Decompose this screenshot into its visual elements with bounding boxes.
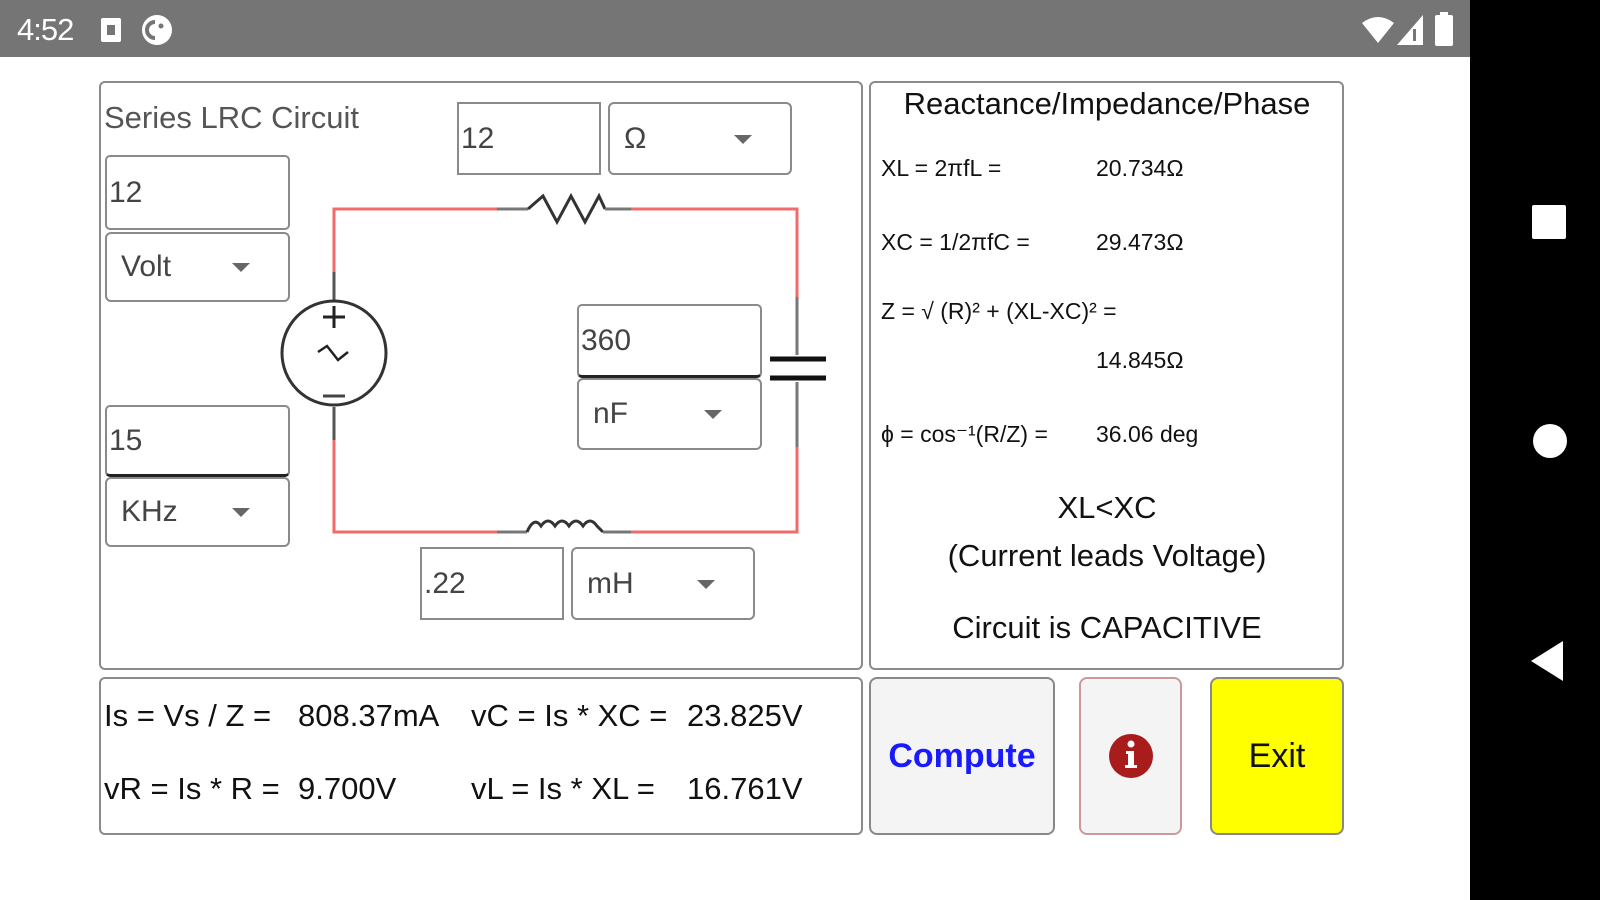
frequency-value: 15 [109,423,143,457]
voltage-unit-dropdown[interactable]: Volt [105,232,290,302]
resistance-unit: Ω [624,121,647,155]
reactance-comparison: XL<XC [1057,490,1157,525]
info-button[interactable] [1079,677,1182,835]
ac-source-symbol [280,272,388,440]
circuit-wires [332,207,799,534]
frequency-unit: KHz [121,495,178,528]
circuit-diagram [280,192,826,534]
resistance-input[interactable]: 12 [457,102,601,175]
phase-value: 36.06 deg [1096,421,1199,447]
vl-value: 16.761V [687,771,803,806]
back-triangle-icon[interactable] [1531,641,1563,686]
phase-label: ϕ = cos⁻¹(R/Z) = [881,421,1048,447]
exit-label: Exit [1248,736,1306,775]
capacitance-value: 360 [581,323,632,357]
circuit-verdict: Circuit is CAPACITIVE [952,610,1262,645]
resistance-unit-dropdown[interactable]: Ω [608,102,792,175]
frequency-unit-dropdown[interactable]: KHz [105,477,290,547]
recents-square-icon[interactable] [1532,205,1566,239]
voltage-input[interactable]: 12 [105,155,290,230]
phase-lead-text: (Current leads Voltage) [947,538,1267,573]
frequency-input[interactable]: 15 [105,405,290,477]
status-time: 4:52 [17,12,74,47]
inductance-value: .22 [424,566,466,600]
capacitance-unit: nF [593,397,629,430]
vl-label: vL = Is * XL = [471,771,655,806]
chevron-down-icon [232,263,250,272]
capacitance-unit-dropdown[interactable]: nF [577,378,762,450]
signal-icon [1397,15,1423,50]
vr-label: vR = Is * R = [104,771,280,806]
results-panel [99,677,863,835]
chevron-down-icon [734,134,752,144]
wifi-icon [1361,15,1395,50]
sim-card-icon [101,18,121,47]
vr-value: 9.700V [298,771,397,806]
is-value: 808.37mA [298,698,440,733]
xc-value: 29.473Ω [1096,229,1184,255]
navigation-bar [1470,0,1600,900]
inductance-unit-dropdown[interactable]: mH [571,547,755,620]
is-label: Is = Vs / Z = [104,698,272,733]
vc-label: vC = Is * XC = [471,698,668,733]
chevron-down-icon [704,410,722,419]
voltage-value: 12 [109,175,143,209]
reactance-panel [869,81,1344,670]
pocket-casts-icon [141,14,173,51]
chevron-down-icon [697,579,715,589]
capacitance-input[interactable]: 360 [577,304,762,378]
reactance-heading: Reactance/Impedance/Phase [903,86,1311,121]
inductance-input[interactable]: .22 [420,547,564,620]
compute-button[interactable]: Compute [869,677,1055,835]
chevron-down-icon [232,508,250,517]
z-value: 14.845Ω [1096,347,1184,373]
exit-button[interactable]: Exit [1210,677,1344,835]
inductance-unit: mH [587,566,634,600]
voltage-unit: Volt [121,250,172,283]
battery-icon [1435,12,1453,51]
circuit-title: Series LRC Circuit [104,100,359,135]
z-label: Z = √ (R)² + (XL-XC)² = [881,298,1117,324]
home-circle-icon[interactable] [1533,424,1567,458]
vc-value: 23.825V [687,698,803,733]
resistance-value: 12 [461,121,495,155]
status-bar: 4:52 [0,0,1470,57]
inductor-symbol [497,519,631,534]
compute-label: Compute [888,736,1036,775]
xl-value: 20.734Ω [1096,155,1184,181]
resistor-symbol [497,192,631,226]
xc-label: XC = 1/2πfC = [881,229,1030,255]
xl-label: XL = 2πfL = [881,155,1002,181]
capacitor-symbol [770,297,826,447]
info-icon [1108,734,1153,778]
